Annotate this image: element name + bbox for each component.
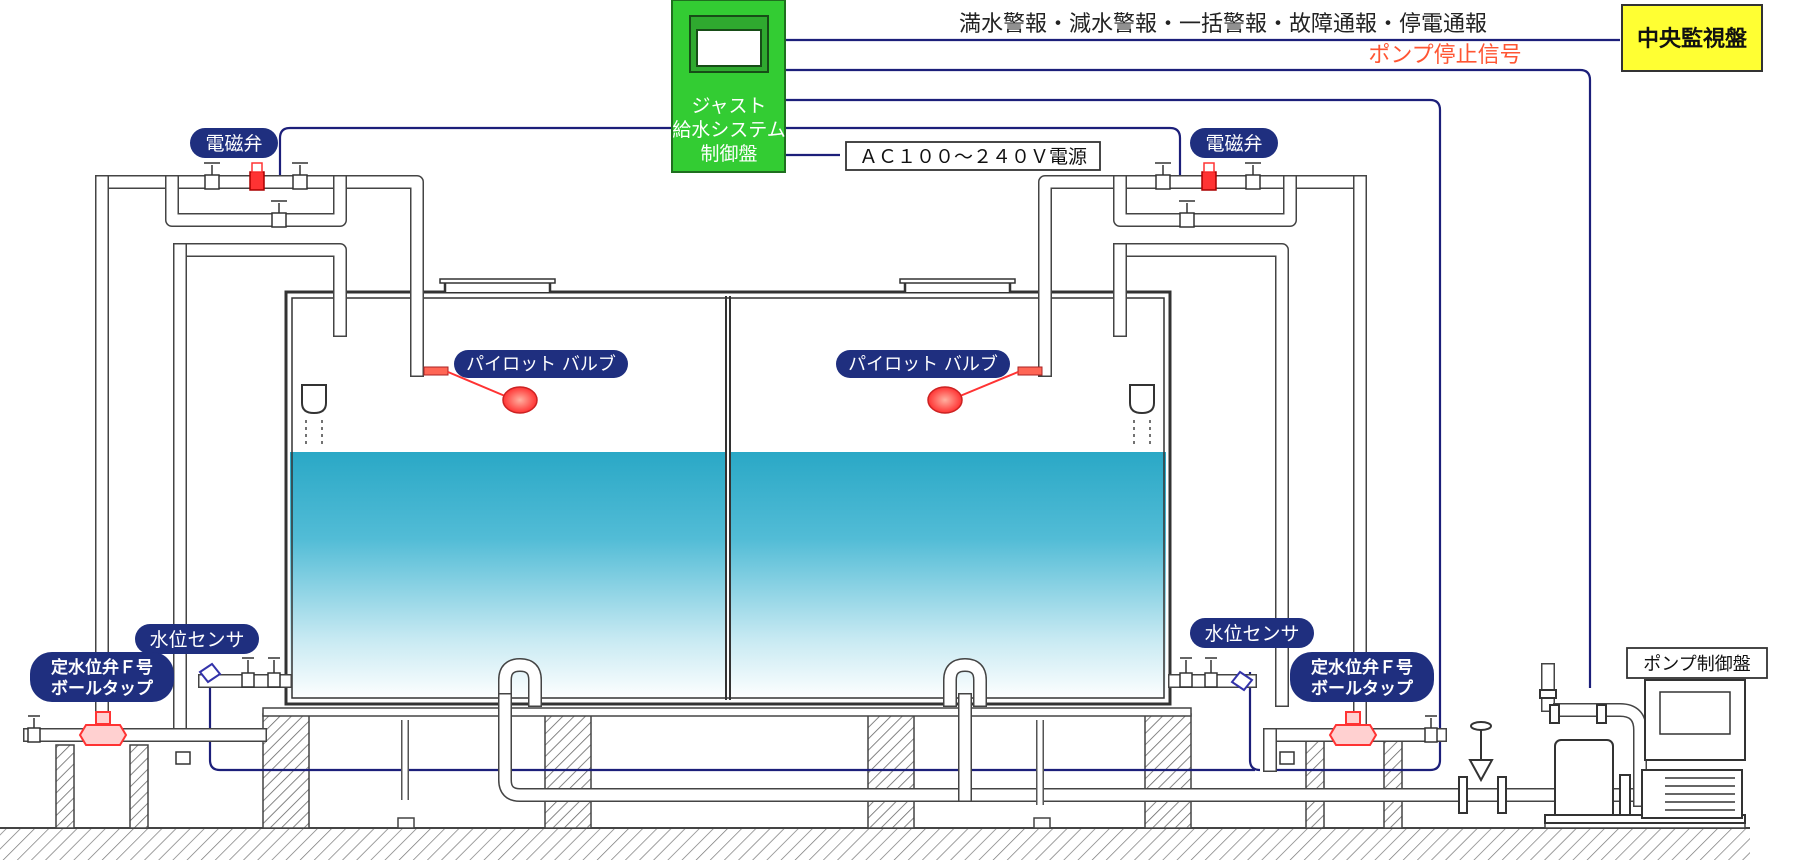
solenoid-valve-icon bbox=[249, 171, 265, 191]
sensor-right-label: 水位センサ bbox=[1204, 623, 1299, 645]
pill-solenoid-right: 電磁弁 bbox=[1190, 128, 1278, 158]
water-tanks bbox=[284, 278, 1172, 706]
pill-balltap-left: 定水位弁Ｆ号 ボールタップ bbox=[30, 652, 174, 702]
pilot-left-label: パイロット バルブ bbox=[466, 353, 616, 375]
ball-tap-icon bbox=[78, 724, 128, 746]
ball-tap-icon bbox=[1328, 724, 1378, 746]
pilot-right-label: パイロット バルブ bbox=[848, 353, 998, 375]
alarm-signals-text: 満水警報・減水警報・一括警報・故障通報・停電通報 bbox=[959, 12, 1487, 37]
inlet-header-right bbox=[1038, 162, 1367, 742]
pill-sensor-right: 水位センサ bbox=[1190, 618, 1314, 648]
balltap-right-label-2: ボールタップ bbox=[1311, 678, 1414, 699]
pump-panel-label: ポンプ制御盤 bbox=[1643, 654, 1750, 675]
balltap-right-label-1: 定水位弁Ｆ号 bbox=[1311, 657, 1413, 678]
control-panel-line3: 制御盤 bbox=[700, 143, 757, 165]
central-panel bbox=[1621, 4, 1763, 72]
pill-pilot-right: パイロット バルブ bbox=[836, 350, 1010, 378]
pill-sensor-left: 水位センサ bbox=[135, 624, 259, 654]
pill-pilot-left: パイロット バルブ bbox=[454, 350, 628, 378]
pump-assembly bbox=[1458, 663, 1746, 824]
ball-tap-valves bbox=[78, 711, 1378, 746]
control-panel bbox=[671, 0, 786, 173]
central-panel-label: 中央監視盤 bbox=[1637, 26, 1748, 52]
ground bbox=[0, 827, 1750, 860]
pilot-valve-left bbox=[423, 366, 538, 414]
sensor-icon bbox=[1230, 670, 1254, 692]
signal-lines bbox=[208, 38, 1620, 772]
solenoid-left-label: 電磁弁 bbox=[205, 133, 262, 155]
balltap-left-label-1: 定水位弁Ｆ号 bbox=[51, 657, 153, 678]
pilot-valve-right bbox=[927, 366, 1043, 414]
float-ball-icon bbox=[927, 386, 963, 414]
pill-solenoid-left: 電磁弁 bbox=[190, 128, 278, 158]
water-level-sensors bbox=[27, 657, 1438, 765]
gate-valve-icon bbox=[1155, 162, 1261, 228]
float-ball-icon bbox=[502, 386, 538, 414]
control-panel-line1: ジャスト bbox=[691, 95, 766, 117]
solenoid-valve-icon bbox=[1201, 171, 1217, 191]
balltap-left-label-2: ボールタップ bbox=[51, 678, 154, 699]
power-supply-text: ＡＣ１００～２４０Ｖ電源 bbox=[859, 146, 1087, 168]
pump-stop-signal-text: ポンプ停止信号 bbox=[1368, 43, 1521, 68]
gate-valve-icon bbox=[204, 162, 308, 228]
solenoid-right-label: 電磁弁 bbox=[1205, 133, 1262, 155]
control-panel-line2: 給水システム bbox=[672, 119, 785, 141]
pill-balltap-right: 定水位弁Ｆ号 ボールタップ bbox=[1290, 652, 1434, 702]
sensor-icon bbox=[198, 662, 222, 684]
sensor-left-label: 水位センサ bbox=[149, 629, 244, 651]
